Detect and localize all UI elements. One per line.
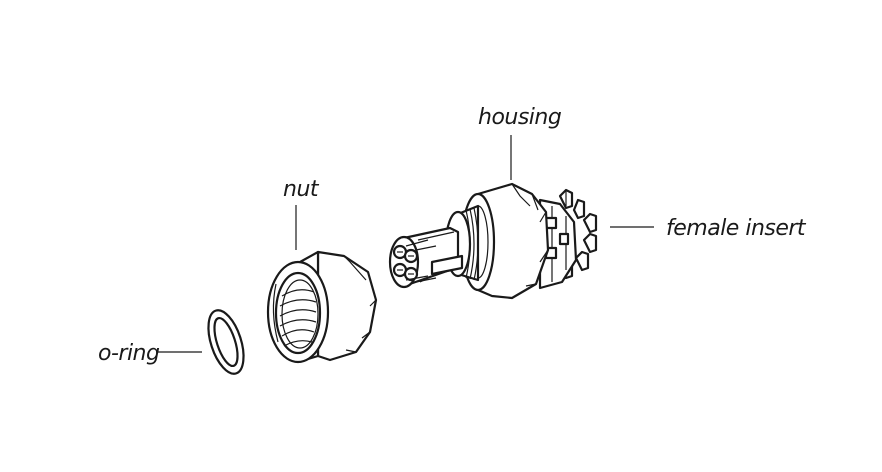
label-female-insert: female insert [666,216,807,241]
socket-contacts [392,244,419,282]
o-ring-part [207,309,245,375]
housing-part [388,182,598,300]
label-o-ring: o-ring [98,341,160,366]
nut-part [266,250,378,364]
label-nut: nut [283,177,320,202]
label-housing: housing [478,105,562,130]
